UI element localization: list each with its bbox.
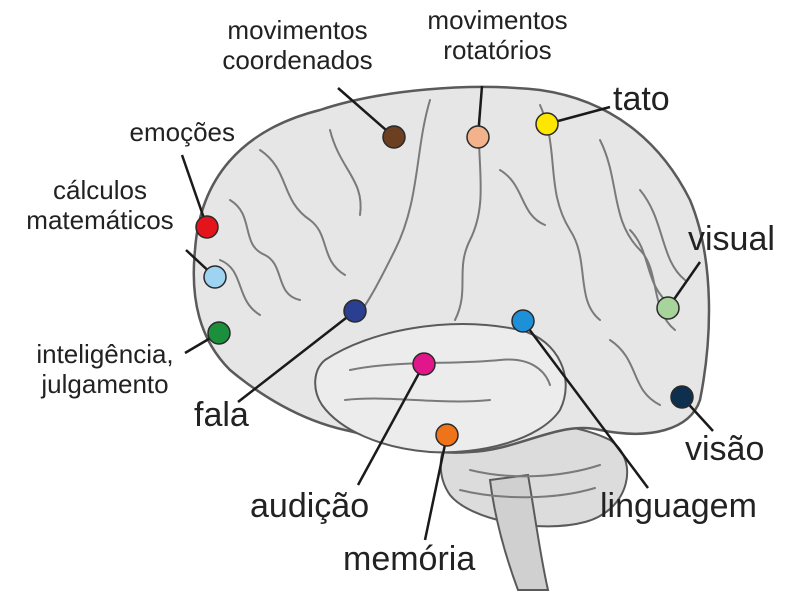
label-line: coordenados — [222, 44, 373, 75]
marker-linguagem — [511, 309, 535, 333]
brain-folds — [219, 99, 686, 499]
label-emocoes: emoções — [129, 117, 236, 147]
label-line: rotatórios — [443, 34, 552, 65]
leader-line-audicao — [356, 363, 426, 486]
leader-line-coordenados — [337, 87, 395, 138]
leader-line-fala — [237, 310, 356, 403]
label-tato: tato — [613, 80, 670, 118]
marker-emocoes — [195, 215, 219, 239]
marker-tato — [535, 112, 559, 136]
marker-fala — [343, 299, 367, 323]
label-line: inteligência, — [36, 339, 174, 369]
label-linguagem: linguagem — [600, 487, 757, 525]
marker-movimentos-rotatorios — [466, 125, 490, 149]
label-line: cálculos — [53, 175, 147, 205]
temporal-lobe — [314, 323, 567, 454]
label-audicao: audição — [250, 487, 370, 525]
brain-stem — [488, 473, 550, 591]
marker-audicao — [412, 352, 436, 376]
label-line: julgamento — [41, 368, 169, 399]
label-movimentos-rotatorios: movimentos rotatórios — [405, 5, 590, 66]
marker-calculos-matematicos — [203, 265, 227, 289]
leader-line-emocoes — [180, 154, 209, 228]
label-calculos-matematicos: cálculos matemáticos — [10, 175, 190, 236]
marker-movimentos-coordenados — [382, 125, 406, 149]
leader-lines — [180, 85, 714, 541]
region-markers — [195, 112, 694, 447]
label-memoria: memória — [343, 540, 476, 578]
leader-line-memoria — [423, 434, 449, 541]
marker-visual — [656, 296, 680, 320]
label-line: matemáticos — [26, 204, 174, 235]
label-visao: visão — [685, 430, 765, 468]
marker-memoria — [435, 423, 459, 447]
label-line: movimentos — [427, 5, 568, 35]
label-fala: fala — [194, 396, 249, 434]
label-movimentos-coordenados: movimentos coordenados — [205, 15, 390, 76]
label-line: movimentos — [227, 15, 368, 45]
marker-inteligencia-julgamento — [207, 321, 231, 345]
label-inteligencia-julgamento: inteligência, julgamento — [20, 339, 190, 400]
leader-line-linguagem — [521, 320, 650, 489]
marker-visao — [670, 385, 694, 409]
label-visual: visual — [688, 220, 775, 258]
